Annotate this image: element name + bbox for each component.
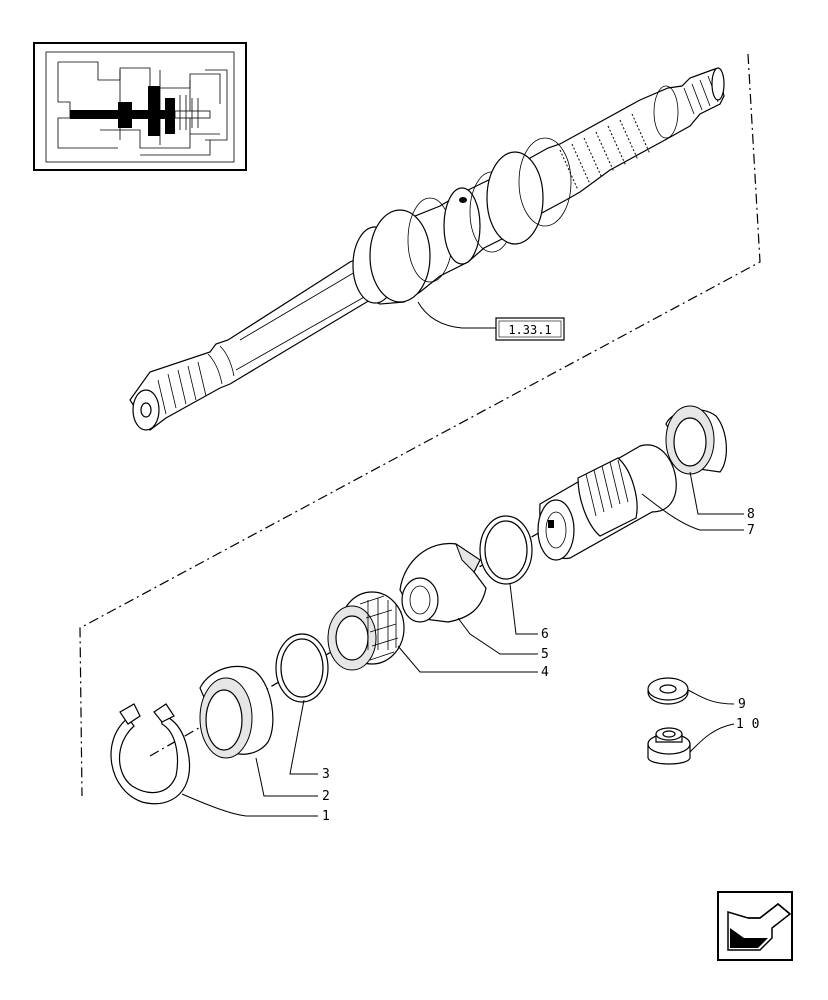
bearing-cup-part-8[interactable]: [665, 405, 727, 475]
callout-3: 3: [322, 767, 330, 782]
callout-7: 7: [747, 523, 755, 538]
main-shaft[interactable]: [129, 67, 725, 431]
snap-ring-part-1[interactable]: [110, 703, 191, 805]
bearing-cup-part-2[interactable]: [199, 665, 274, 759]
callout-5: 5: [541, 647, 549, 662]
plug-part-10[interactable]: [647, 727, 691, 765]
callout-4: 4: [541, 665, 549, 680]
back-arrow-icon[interactable]: [717, 891, 793, 961]
clutch-sleeve-part-5[interactable]: [399, 542, 487, 623]
o-ring-part-6[interactable]: [479, 515, 533, 585]
callout-9: 9: [738, 697, 746, 712]
reference-label: 1.33.1: [508, 323, 551, 337]
roller-bearing-part-4[interactable]: [327, 591, 405, 671]
callout-1: 1: [322, 809, 330, 824]
callout-10: 1 0: [736, 717, 759, 732]
o-ring-part-3[interactable]: [275, 633, 329, 703]
transmission-locator-thumbnail[interactable]: [33, 42, 247, 171]
callout-2: 2: [322, 789, 330, 804]
callout-labels: 1 2 3 4 5 6 7 8 9 1 0: [322, 507, 759, 824]
leader-lines: [181, 301, 744, 817]
washer-part-9[interactable]: [647, 677, 689, 705]
gear-shaft-part-7[interactable]: [537, 444, 677, 561]
callout-8: 8: [747, 507, 755, 522]
callout-6: 6: [541, 627, 549, 642]
reference-box[interactable]: 1.33.1: [495, 317, 565, 341]
